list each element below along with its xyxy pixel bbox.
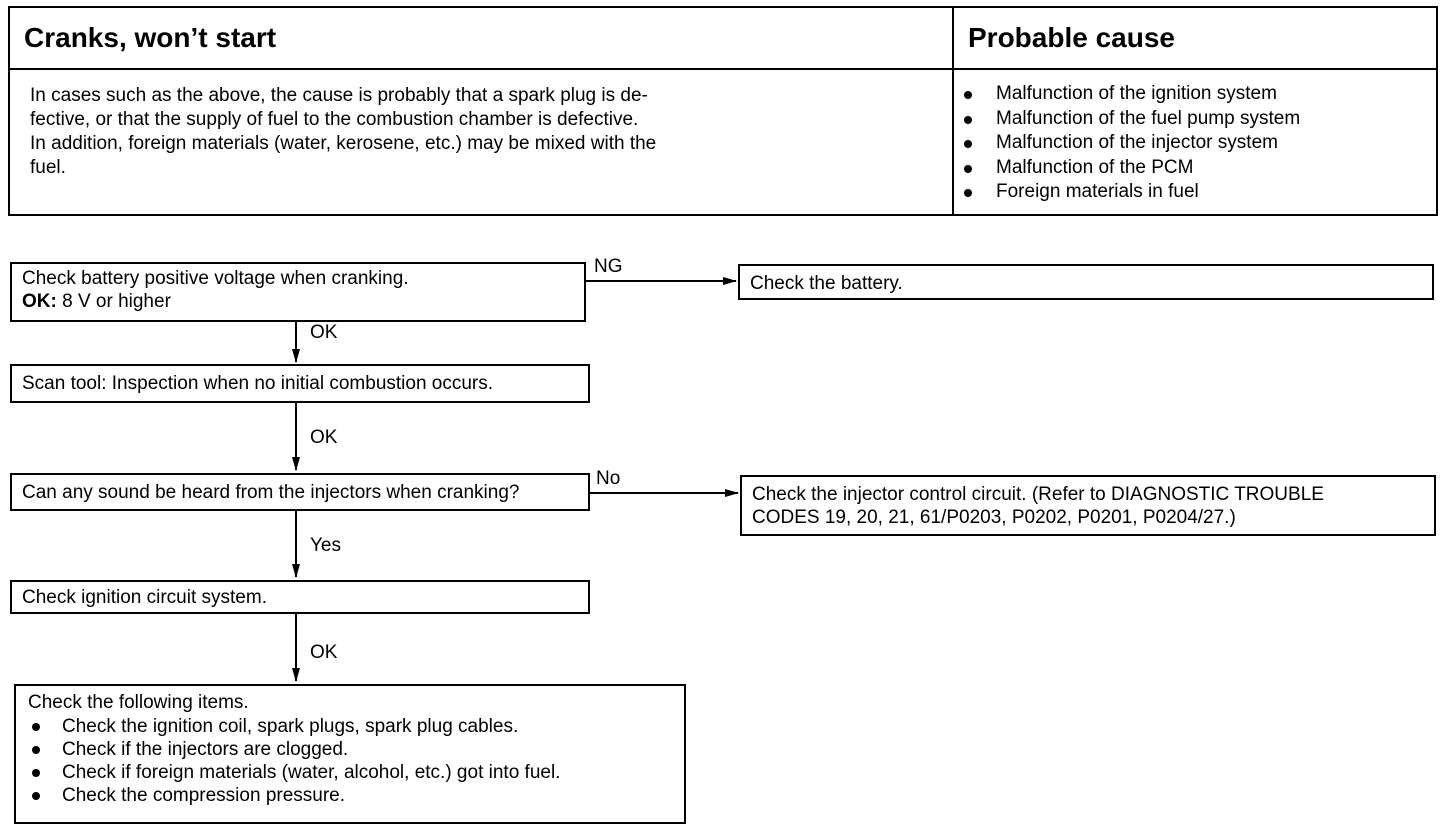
- cause-item: Malfunction of the injector system: [960, 131, 1300, 156]
- check-item: Check if foreign materials (water, alcoh…: [28, 761, 672, 784]
- bullet-icon: [964, 91, 972, 99]
- check-item-text: Check if foreign materials (water, alcoh…: [62, 762, 561, 783]
- ok-label-3: OK: [310, 642, 338, 663]
- check-following-items-title: Check the following items.: [28, 692, 249, 713]
- scan-tool-text: Scan tool: Inspection when no initial co…: [22, 373, 494, 394]
- ignition-circuit-check-box: Check ignition circuit system.: [10, 580, 590, 614]
- injector-sound-check-box: Can any sound be heard from the injector…: [10, 473, 590, 511]
- check-item: Check if the injectors are clogged.: [28, 738, 672, 761]
- cause-item: Malfunction of the ignition system: [960, 82, 1300, 107]
- description-line: fuel.: [30, 157, 66, 178]
- check-item-text: Check the compression pressure.: [62, 785, 346, 806]
- cause-text: Malfunction of the injector system: [996, 132, 1278, 153]
- cause-text: Malfunction of the fuel pump system: [996, 107, 1301, 129]
- cause-text: Malfunction of the PCM: [996, 156, 1194, 178]
- table-column-divider: [952, 8, 954, 214]
- check-item: Check the ignition coil, spark plugs, sp…: [28, 715, 672, 738]
- bullet-icon: [32, 769, 40, 777]
- bullet-icon: [964, 115, 972, 124]
- cause-item: Foreign materials in fuel: [960, 180, 1300, 205]
- battery-voltage-check-text: Check battery positive voltage when cran…: [22, 268, 409, 289]
- check-items-list: Check the ignition coil, spark plugs, sp…: [28, 715, 672, 807]
- no-label: No: [596, 468, 621, 489]
- symptom-header: Cranks, won’t start: [24, 22, 277, 53]
- description-line: In cases such as the above, the cause is…: [30, 85, 648, 106]
- injector-control-circuit-box: Check the injector control circuit. (Ref…: [740, 475, 1436, 536]
- check-item-text: Check if the injectors are clogged.: [62, 739, 349, 760]
- cause-item: Malfunction of the fuel pump system: [960, 107, 1300, 132]
- probable-cause-header: Probable cause: [968, 22, 1175, 53]
- symptom-table: Cranks, won’t start Probable cause In ca…: [8, 6, 1438, 216]
- yes-label: Yes: [310, 535, 341, 556]
- injector-sound-check-text: Can any sound be heard from the injector…: [22, 482, 520, 503]
- table-row-divider: [10, 68, 1436, 70]
- check-item: Check the compression pressure.: [28, 784, 672, 807]
- bullet-icon: [32, 723, 40, 731]
- ok-label-2: OK: [310, 427, 338, 448]
- ng-label: NG: [594, 256, 623, 277]
- bullet-icon: [32, 746, 40, 754]
- check-battery-box: Check the battery.: [738, 264, 1434, 300]
- ok-label-1: OK: [310, 322, 338, 343]
- description-line: fective, or that the supply of fuel to t…: [30, 109, 639, 130]
- check-item-text: Check the ignition coil, spark plugs, sp…: [62, 716, 519, 737]
- injector-control-text-line2: CODES 19, 20, 21, 61/P0203, P0202, P0201…: [752, 507, 1236, 528]
- bullet-icon: [32, 792, 40, 800]
- ignition-circuit-check-text: Check ignition circuit system.: [22, 587, 267, 608]
- cause-text: Foreign materials in fuel: [996, 181, 1199, 202]
- ok-criteria-value: 8 V or higher: [56, 291, 171, 312]
- check-battery-text: Check the battery.: [750, 273, 903, 294]
- bullet-icon: [964, 140, 972, 148]
- cause-text: Malfunction of the ignition system: [996, 83, 1277, 104]
- injector-control-text-line1: Check the injector control circuit. (Ref…: [752, 484, 1324, 505]
- bullet-icon: [964, 164, 972, 173]
- description-line: In addition, foreign materials (water, k…: [30, 133, 657, 154]
- probable-cause-list: Malfunction of the ignition system Malfu…: [960, 82, 1300, 205]
- bullet-icon: [964, 189, 972, 197]
- scan-tool-box: Scan tool: Inspection when no initial co…: [10, 364, 590, 403]
- ok-criteria-label: OK:: [22, 291, 57, 312]
- symptom-description: In cases such as the above, the cause is…: [30, 84, 770, 180]
- cause-item: Malfunction of the PCM: [960, 156, 1300, 181]
- check-following-items-box: Check the following items. Check the ign…: [14, 684, 686, 824]
- battery-voltage-check-box: Check battery positive voltage when cran…: [10, 262, 586, 322]
- battery-voltage-criteria: OK: 8 V or higher: [22, 290, 574, 313]
